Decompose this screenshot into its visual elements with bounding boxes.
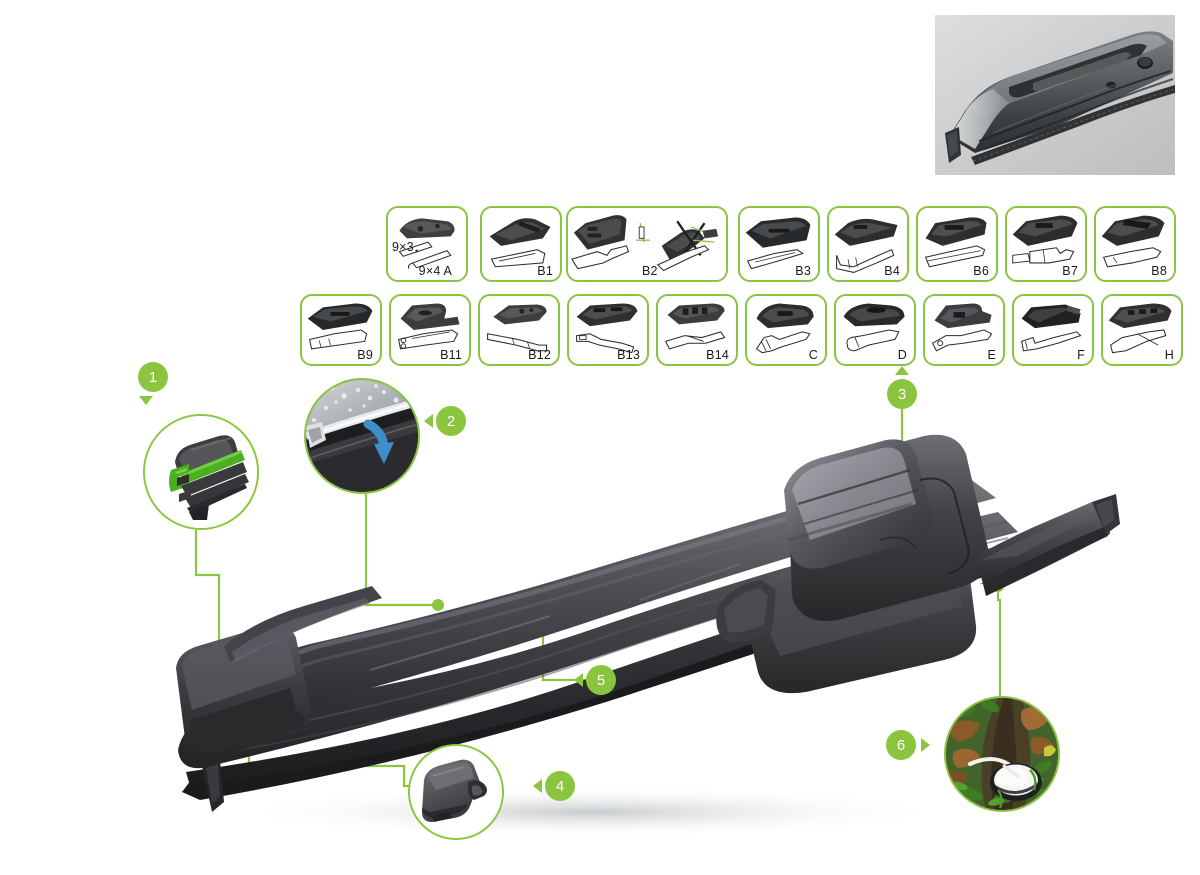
callout-pointer-4-icon — [533, 779, 542, 793]
adapter-label: C — [808, 348, 818, 362]
adapter-label: B11 — [440, 348, 462, 362]
adapter-label: B3 — [795, 264, 811, 278]
callout-number: 1 — [148, 368, 158, 386]
adapter-box-b3[interactable]: B3 — [738, 206, 820, 282]
end-cap-detail — [408, 744, 504, 840]
adapter-label: B14 — [706, 348, 729, 362]
adapter-box-b4[interactable]: B4 — [827, 206, 909, 282]
adapter-box-h[interactable]: H — [1101, 294, 1183, 366]
callout-number: 3 — [897, 385, 907, 403]
adapter-label: E — [987, 348, 996, 362]
adapter-label: B13 — [617, 348, 640, 362]
adapter-label: B9 — [357, 348, 373, 362]
callout-number: 6 — [896, 736, 906, 754]
adapter-box-b1[interactable]: B1 — [480, 206, 562, 282]
adapter-box-b11[interactable]: B11 — [389, 294, 471, 366]
callout-pointer-1-icon — [139, 396, 153, 405]
adapter-box-9x3-9x4a[interactable]: 9×3 9×4 A — [386, 206, 468, 282]
callout-pointer-5-icon — [574, 673, 583, 687]
callout-badge-4[interactable]: 4 — [545, 771, 575, 801]
callout-pointer-2-icon — [424, 414, 433, 428]
adapter-box-b8[interactable]: B8 — [1094, 206, 1176, 282]
adapter-box-b14[interactable]: B14 — [656, 294, 738, 366]
water-sheeting-photo — [304, 378, 420, 494]
adapter-label: B6 — [973, 264, 989, 278]
callout-number: 5 — [596, 671, 606, 689]
adapter-box-f[interactable]: F — [1012, 294, 1094, 366]
callout-pointer-6-icon — [921, 738, 930, 752]
wiper-blade-main-render — [120, 420, 1120, 850]
adapter-label: B8 — [1151, 264, 1167, 278]
callout-badge-5[interactable]: 5 — [586, 665, 616, 695]
adapter-box-e[interactable]: E — [923, 294, 1005, 366]
callout-badge-6[interactable]: 6 — [886, 730, 916, 760]
adapter-label: H — [1164, 348, 1174, 362]
callout-number: 2 — [446, 412, 456, 430]
callout-badge-2[interactable]: 2 — [436, 406, 466, 436]
adapter-label: D — [897, 348, 907, 362]
adapter-label: B4 — [884, 264, 900, 278]
wiper-blade-connector-photo — [935, 15, 1175, 175]
adapter-label: F — [1077, 348, 1085, 362]
adapter-box-b12[interactable]: B12 — [478, 294, 560, 366]
adapter-label: B2 — [642, 264, 658, 278]
rubber-profile-cross-section — [143, 414, 259, 530]
natural-rubber-latex-photo — [944, 696, 1060, 812]
adapter-box-b13[interactable]: B13 — [567, 294, 649, 366]
adapter-label-secondary: 9×4 A — [418, 264, 452, 278]
adapter-label: B1 — [537, 264, 553, 278]
callout-badge-1[interactable]: 1 — [138, 362, 168, 392]
adapter-label: B7 — [1062, 264, 1078, 278]
adapter-box-c[interactable]: C — [745, 294, 827, 366]
callout-number: 4 — [555, 777, 565, 795]
adapter-box-b9[interactable]: B9 — [300, 294, 382, 366]
adapter-box-b7[interactable]: B7 — [1005, 206, 1087, 282]
adapter-box-b6[interactable]: B6 — [916, 206, 998, 282]
callout-badge-3[interactable]: 3 — [887, 379, 917, 409]
adapter-label: B12 — [528, 348, 551, 362]
adapter-box-d[interactable]: D — [834, 294, 916, 366]
adapter-label: 9×3 — [392, 240, 414, 254]
callout-pointer-3-icon — [895, 366, 909, 375]
adapter-box-b2[interactable]: B2 — [566, 206, 728, 282]
